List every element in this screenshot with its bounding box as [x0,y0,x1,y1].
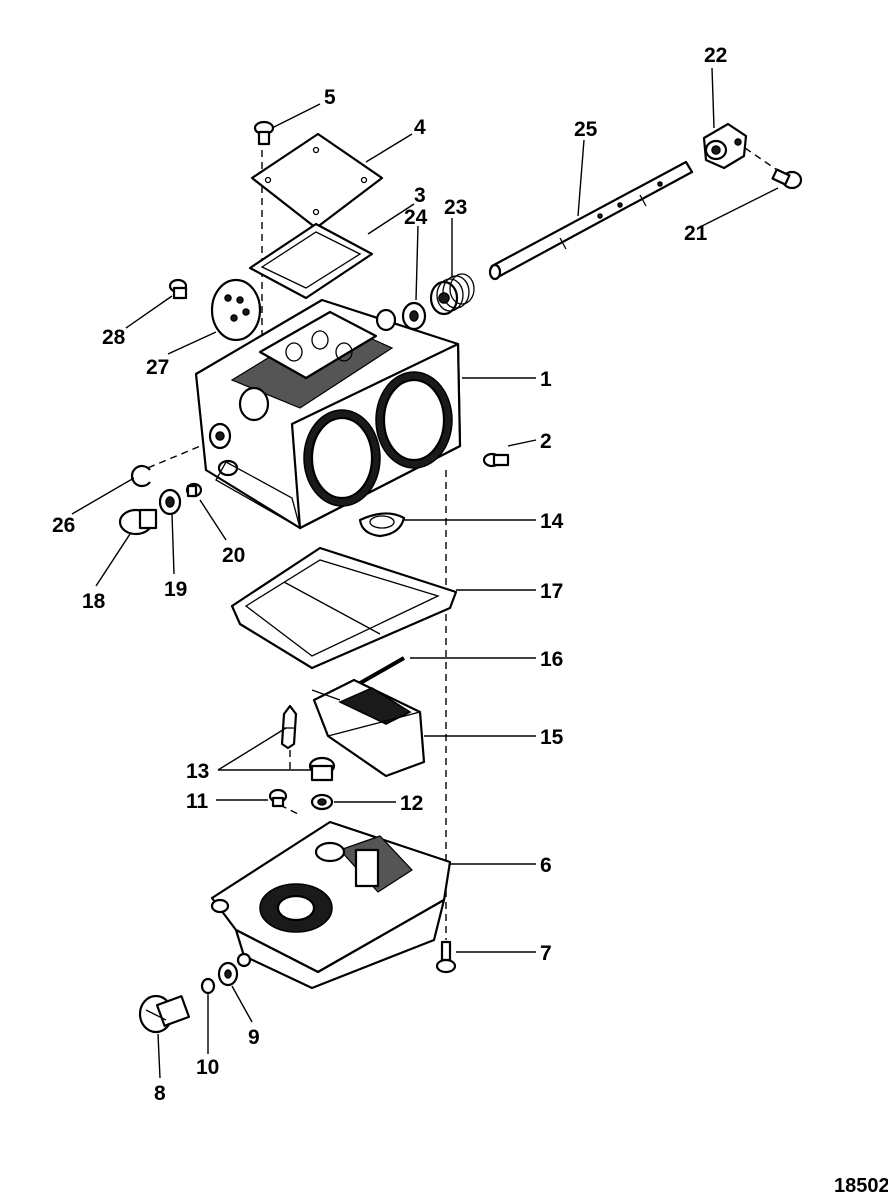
callout-17: 17 [540,580,563,603]
part-19-washer [158,488,182,516]
part-1-carburetor-body [194,298,462,530]
callout-12: 12 [400,792,423,815]
callout-16: 16 [540,648,563,671]
callout-3: 3 [414,184,426,207]
callout-11: 11 [186,790,209,813]
part-13-needle-and-seat [280,704,336,782]
part-18-plug [118,508,158,536]
callout-labels: 1 2 3 4 5 6 7 8 9 10 11 12 13 14 15 16 1… [52,44,727,1105]
part-10-seal [200,977,216,995]
leader-lines [71,67,779,1079]
part-15-float [311,678,426,778]
callout-10: 10 [196,1056,219,1079]
callout-9: 9 [248,1026,260,1049]
callout-20: 20 [222,544,245,567]
callout-26: 26 [52,514,75,537]
part-20-screw [185,482,203,498]
callout-1: 1 [540,368,552,391]
callout-19: 19 [164,578,187,601]
part-2-screw [482,452,510,468]
callout-8: 8 [154,1082,166,1105]
callout-21: 21 [684,222,708,245]
callout-7: 7 [540,942,552,965]
callout-6: 6 [540,854,552,877]
callout-4: 4 [414,116,426,139]
callout-14: 14 [540,510,564,533]
part-28-screw [168,278,188,300]
part-23-spring [429,273,475,316]
callout-22: 22 [704,44,727,67]
part-12-washer [310,793,334,811]
part-26-clip [130,464,151,488]
callout-18: 18 [82,590,106,613]
callout-15: 15 [540,726,564,749]
part-11-screw [268,788,288,808]
catalog-number: 18502 [834,1175,888,1197]
callout-27: 27 [146,356,169,379]
part-6-float-bowl [210,820,452,990]
callout-5: 5 [324,86,336,109]
callout-23: 23 [444,196,467,219]
part-21-lever-screw [771,168,803,190]
part-27-diaphragm [210,278,262,342]
part-3-gasket [248,222,374,300]
callout-13: 13 [186,760,209,783]
callout-28: 28 [102,326,126,349]
callout-25: 25 [574,118,598,141]
part-25-throttle-shaft [488,160,694,281]
callout-24: 24 [404,206,428,229]
part-8-drain-plug [138,994,191,1034]
callout-2: 2 [540,430,552,453]
part-5-screw [253,120,275,146]
part-22-throttle-lever [702,122,748,170]
part-9-washer [217,961,239,987]
part-4-cover-plate [250,132,384,230]
part-7-screw [435,940,457,974]
part-17-large-gasket [230,546,458,670]
part-24-washer [401,301,427,331]
part-14-gasket [358,512,406,538]
